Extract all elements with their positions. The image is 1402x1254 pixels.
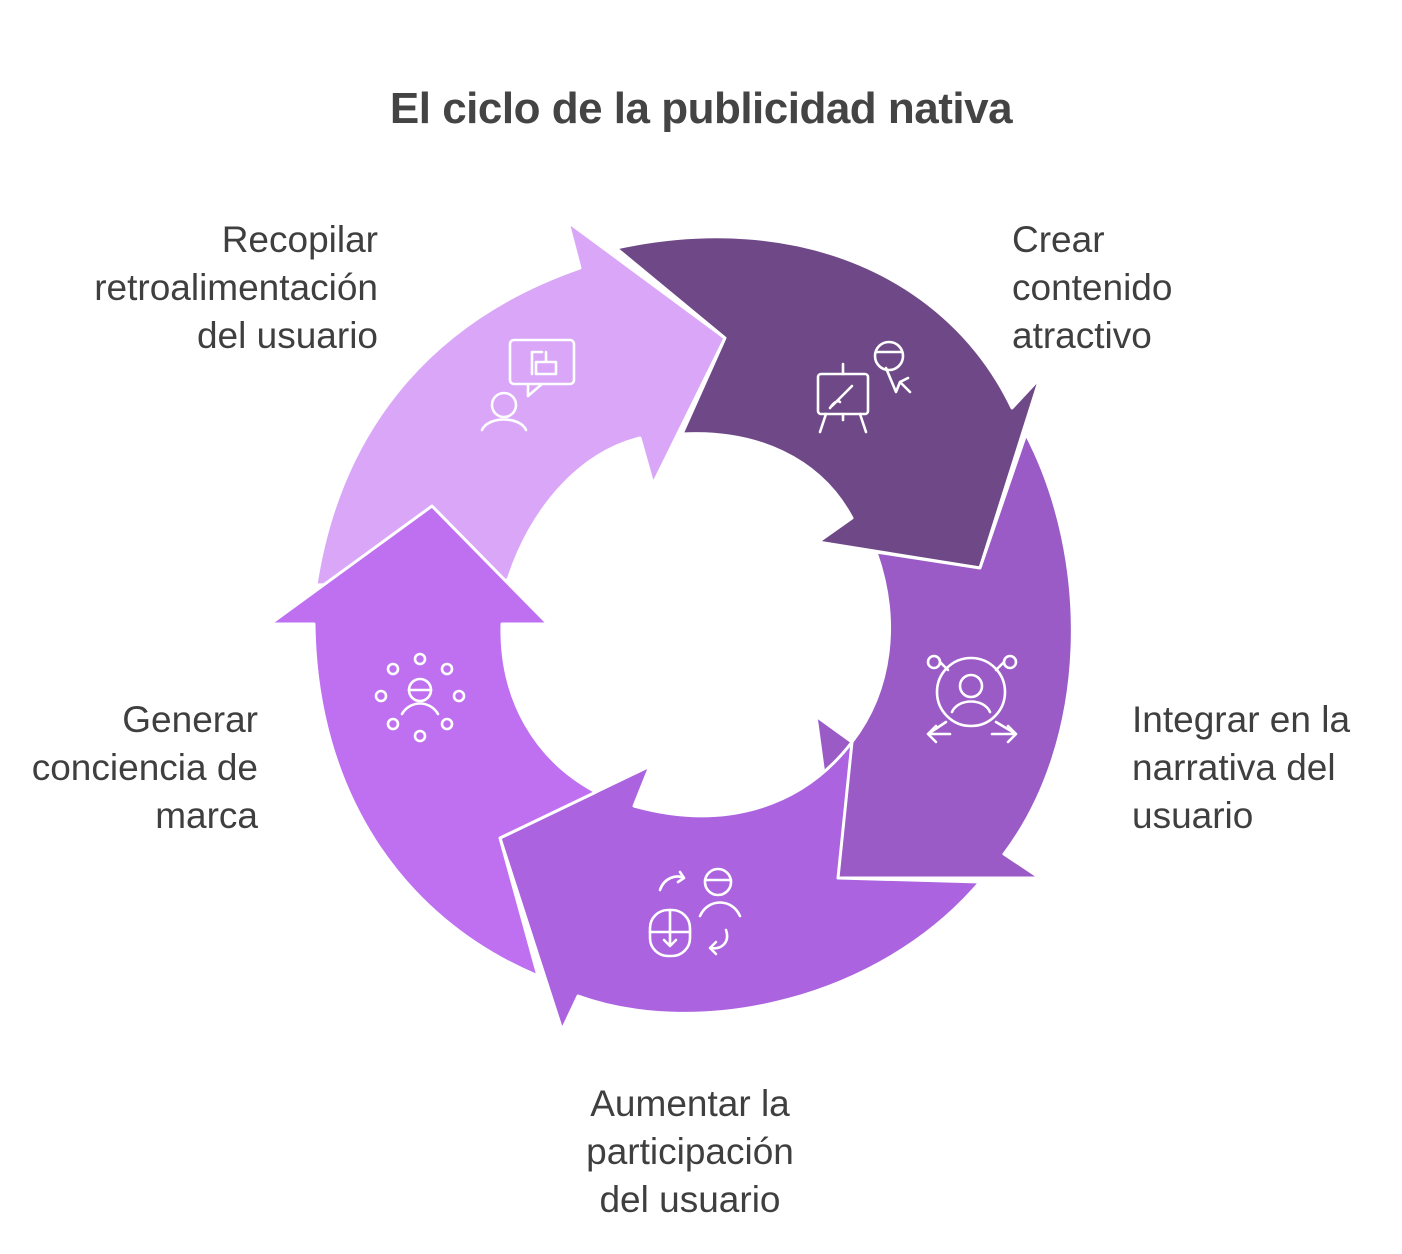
audience-circle-icon (374, 652, 466, 743)
step-label-line: marca (155, 795, 258, 836)
presentation-easel-icon (816, 340, 912, 434)
segment-engage-arrow (498, 740, 982, 1032)
step-label-line: retroalimentación (94, 267, 378, 308)
step-label-line: Integrar en la (1132, 699, 1351, 740)
step-label-line: contenido (1012, 267, 1173, 308)
step-label-line: narrativa del (1132, 747, 1336, 788)
segment-integrate-arrow (814, 432, 1074, 880)
step-label-line: atractivo (1012, 315, 1152, 356)
step-label-engage: Aumentar la participación del usuario (0, 1080, 1380, 1224)
user-network-icon (926, 654, 1018, 744)
user-feedback-icon (480, 338, 576, 432)
diagram-title: El ciclo de la publicidad nativa (389, 84, 1013, 133)
step-label-line: Crear (1012, 219, 1105, 260)
step-label-line: Generar (122, 699, 258, 740)
segment-create-arrow (614, 235, 1042, 570)
step-label-awareness: Generar conciencia de marca (32, 696, 258, 840)
step-label-line: participación (586, 1131, 794, 1172)
user-interaction-icon (648, 867, 742, 958)
step-label-line: Recopilar (221, 219, 378, 260)
step-label-line: del usuario (196, 315, 378, 356)
segment-feedback-arrow (314, 220, 727, 587)
segment-awareness-arrow (268, 504, 598, 978)
step-label-line: conciencia de (31, 747, 258, 788)
step-label-feedback: Recopilar retroalimentación del usuario (94, 216, 378, 360)
step-label-line: del usuario (599, 1179, 781, 1220)
step-label-integrate: Integrar en la narrativa del usuario (1132, 696, 1350, 840)
step-label-line: usuario (1132, 795, 1254, 836)
step-label-create: Crear contenido atractivo (1012, 216, 1172, 360)
step-label-line: Aumentar la (590, 1083, 790, 1124)
